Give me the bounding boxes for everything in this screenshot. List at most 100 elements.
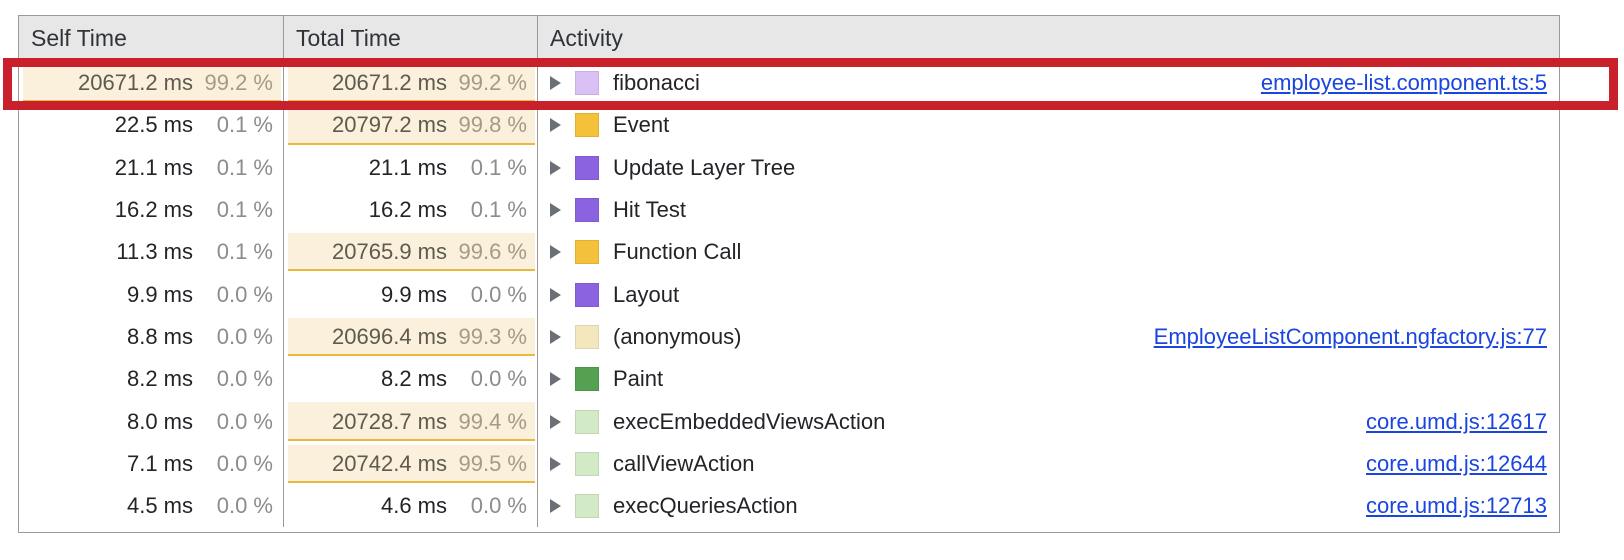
expand-triangle-icon[interactable]	[550, 118, 561, 133]
expand-triangle-icon[interactable]	[550, 287, 561, 302]
column-header-self-time[interactable]: Self Time	[19, 16, 284, 61]
self-time-ms: 8.8 ms	[126, 323, 193, 349]
column-header-activity[interactable]: Activity	[538, 16, 1559, 61]
column-header-activity-label: Activity	[550, 25, 623, 51]
cell-activity: Layout	[538, 273, 1559, 315]
cell-activity: Update Layer Tree	[538, 147, 1559, 189]
self-time-ms: 7.1 ms	[126, 450, 193, 476]
activity-color-swatch-icon	[575, 282, 599, 307]
table-header-row: Self Time Total Time Activity	[19, 16, 1559, 62]
source-location-link[interactable]: core.umd.js:12713	[1366, 493, 1547, 519]
expand-triangle-icon[interactable]	[550, 456, 561, 471]
source-location-link[interactable]: EmployeeListComponent.ngfactory.js:77	[1153, 323, 1547, 349]
activity-label: (anonymous)	[613, 323, 742, 349]
expand-triangle-icon[interactable]	[550, 160, 561, 175]
activity-color-swatch-icon	[575, 451, 599, 476]
expand-triangle-icon[interactable]	[550, 499, 561, 514]
total-time-ms: 4.6 ms	[380, 493, 447, 519]
activity-color-swatch-icon	[575, 494, 599, 519]
self-time-ms: 20671.2 ms	[78, 70, 193, 96]
activity-color-swatch-icon	[575, 71, 599, 96]
total-time-percent: 0.0 %	[470, 281, 527, 307]
total-time-text: 8.2 ms 0.0 %	[381, 366, 537, 392]
source-location-link[interactable]: core.umd.js:12617	[1366, 408, 1547, 434]
total-time-percent: 99.4 %	[458, 408, 528, 434]
activity-color-swatch-icon	[575, 367, 599, 392]
total-time-percent: 0.1 %	[470, 154, 527, 180]
self-time-percent: 0.1 %	[216, 197, 273, 223]
activity-content: Paint	[538, 366, 1559, 392]
source-location-link[interactable]: employee-list.component.ts:5	[1260, 70, 1547, 96]
expand-triangle-icon[interactable]	[550, 414, 561, 429]
total-time-percent: 99.6 %	[458, 239, 528, 265]
activity-label: Update Layer Tree	[613, 154, 796, 180]
total-time-percent-bar	[288, 402, 535, 441]
total-time-ms: 8.2 ms	[380, 366, 447, 392]
cell-activity: Function Call	[538, 231, 1559, 273]
activity-color-swatch-icon	[575, 240, 599, 265]
total-time-percent-bar	[288, 444, 535, 483]
activity-label: Hit Test	[613, 197, 686, 223]
expand-triangle-icon[interactable]	[550, 372, 561, 387]
total-time-percent: 0.0 %	[470, 366, 527, 392]
activity-content: (anonymous) EmployeeListComponent.ngfacto…	[538, 324, 1559, 350]
expand-triangle-icon[interactable]	[550, 329, 561, 344]
expand-triangle-icon[interactable]	[550, 245, 561, 260]
column-header-total-time[interactable]: Total Time	[284, 16, 538, 61]
bottom-up-tree-table: Self Time Total Time Activity 20671.2 ms…	[18, 15, 1560, 533]
total-time-percent: 99.5 %	[458, 450, 528, 476]
expand-triangle-icon[interactable]	[550, 203, 561, 218]
activity-content: Update Layer Tree	[538, 155, 1559, 181]
self-time-percent: 0.0 %	[216, 408, 273, 434]
activity-label: execEmbeddedViewsAction	[613, 408, 886, 434]
expand-triangle-icon[interactable]	[550, 76, 561, 91]
self-time-ms: 8.2 ms	[126, 366, 193, 392]
source-location-link[interactable]: core.umd.js:12644	[1366, 450, 1547, 476]
total-time-percent: 0.1 %	[470, 197, 527, 223]
activity-label: Paint	[613, 366, 664, 392]
